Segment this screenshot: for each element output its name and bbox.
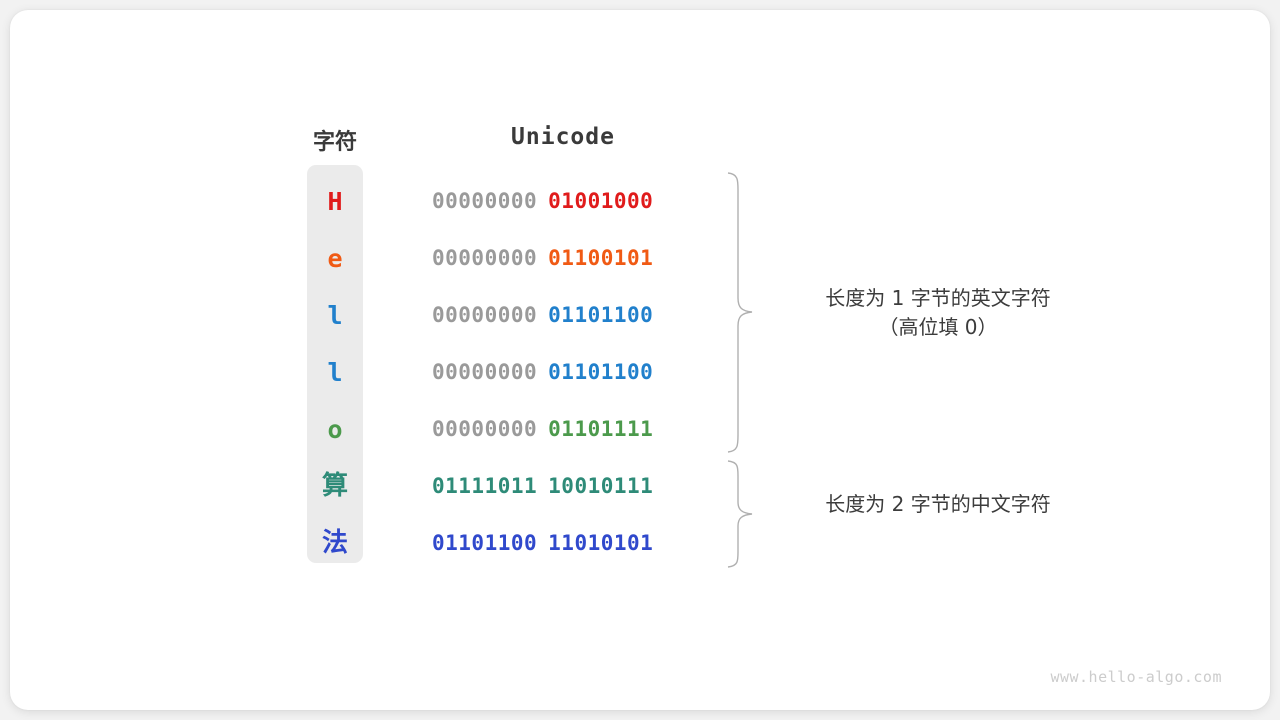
binary-row: 00000000 01101100 bbox=[432, 344, 694, 401]
diagram-stage: 字符 Unicode H 00000000 01001000 e 00000000 011… bbox=[10, 10, 1270, 710]
binary-low-byte: 01100101 bbox=[548, 246, 654, 270]
character-cell: l bbox=[327, 301, 343, 330]
binary-low-byte: 01101100 bbox=[548, 303, 654, 327]
character-cell: 法 bbox=[321, 528, 348, 558]
binary-low-byte: 11010101 bbox=[548, 531, 654, 555]
character-column-background bbox=[307, 165, 363, 563]
binary-low-byte: 10010111 bbox=[548, 474, 654, 498]
binary-row: 00000000 01001000 bbox=[432, 173, 694, 230]
brace-two-byte bbox=[727, 460, 753, 568]
annotation-two-byte: 长度为 2 字节的中文字符 bbox=[762, 490, 1114, 519]
binary-high-byte: 00000000 bbox=[432, 303, 538, 327]
binary-row: 00000000 01101100 bbox=[432, 287, 694, 344]
binary-row: 01111011 10010111 bbox=[432, 458, 694, 515]
binary-row: 00000000 01101111 bbox=[432, 401, 694, 458]
binary-high-byte: 00000000 bbox=[432, 417, 538, 441]
character-cell: H bbox=[327, 187, 343, 216]
binary-row: 00000000 01100101 bbox=[432, 230, 694, 287]
character-cell: l bbox=[327, 358, 343, 387]
binary-high-byte: 01101100 bbox=[432, 531, 538, 555]
column-header-character: 字符 bbox=[312, 130, 357, 155]
binary-low-byte: 01101111 bbox=[548, 417, 654, 441]
binary-low-byte: 01101100 bbox=[548, 360, 654, 384]
brace-one-byte bbox=[727, 172, 753, 453]
binary-row: 01101100 11010101 bbox=[432, 515, 694, 572]
character-cell: o bbox=[327, 415, 343, 444]
binary-high-byte: 00000000 bbox=[432, 360, 538, 384]
binary-high-byte: 00000000 bbox=[432, 246, 538, 270]
character-cell: e bbox=[327, 244, 343, 273]
character-cell: 算 bbox=[321, 471, 348, 501]
annotation-one-byte-sub: （高位填 0） bbox=[878, 315, 998, 339]
annotation-one-byte: 长度为 1 字节的英文字符 （高位填 0） bbox=[762, 284, 1114, 342]
annotation-two-byte-main: 长度为 2 字节的中文字符 bbox=[825, 492, 1051, 516]
binary-low-byte: 01001000 bbox=[548, 189, 654, 213]
binary-high-byte: 01111011 bbox=[432, 474, 538, 498]
binary-high-byte: 00000000 bbox=[432, 189, 538, 213]
diagram-card: 字符 Unicode H 00000000 01001000 e 00000000 011… bbox=[10, 10, 1270, 710]
column-header-unicode: Unicode bbox=[511, 124, 615, 150]
annotation-one-byte-main: 长度为 1 字节的英文字符 bbox=[825, 286, 1051, 310]
watermark: www.hello-algo.com bbox=[1050, 668, 1222, 686]
